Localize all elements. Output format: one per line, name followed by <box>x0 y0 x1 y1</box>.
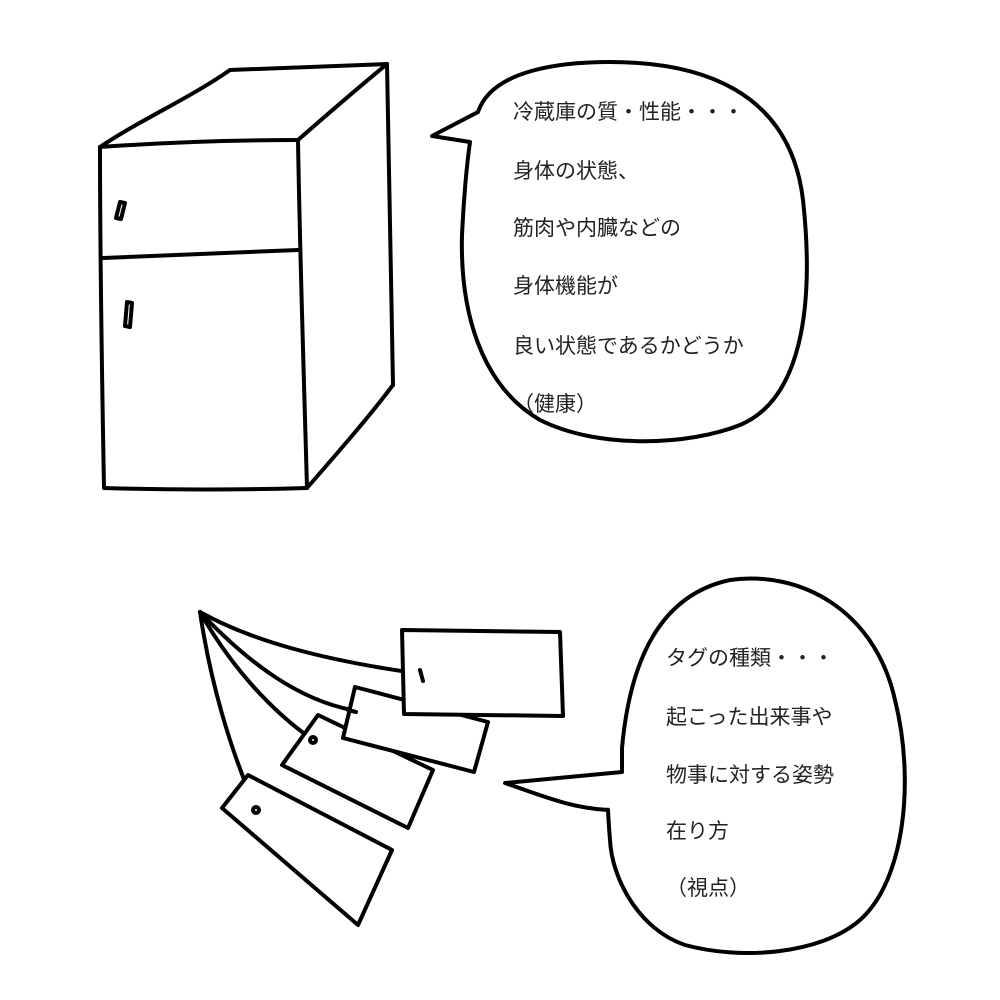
fridge-bubble-line: 筋肉や内臓などの <box>513 216 681 240</box>
tags-bubble-line: （視点） <box>666 876 750 900</box>
tags-bubble-line: 起こった出来事や <box>666 705 833 729</box>
fridge-bubble-line: 良い状態であるかどうか <box>513 334 744 358</box>
refrigerator-drawing <box>98 62 395 492</box>
fridge-bubble-line: 身体の状態、 <box>513 159 639 183</box>
tag-card <box>400 628 565 718</box>
fridge-bubble-line: 冷蔵庫の質・性能・・・ <box>513 100 744 124</box>
fridge-bubble-line: 身体機能が <box>513 274 618 298</box>
freezer-handle <box>114 200 127 221</box>
tags-bubble-line: 物事に対する姿勢 <box>666 763 834 787</box>
tags-bubble-line: タグの種類・・・ <box>666 646 834 670</box>
tags-bubble-line: 在り方 <box>666 819 729 843</box>
tag-string <box>198 610 354 712</box>
tags-drawing <box>198 610 565 927</box>
tag-string <box>198 610 424 676</box>
tag-string <box>198 610 315 742</box>
tag-card <box>220 773 394 927</box>
fridge-bubble-line: （健康） <box>513 392 597 416</box>
speech-bubble-tags <box>503 576 907 955</box>
freezer-divider <box>101 248 300 260</box>
speech-bubble-fridge <box>430 60 809 444</box>
fridge-handle <box>123 300 134 329</box>
